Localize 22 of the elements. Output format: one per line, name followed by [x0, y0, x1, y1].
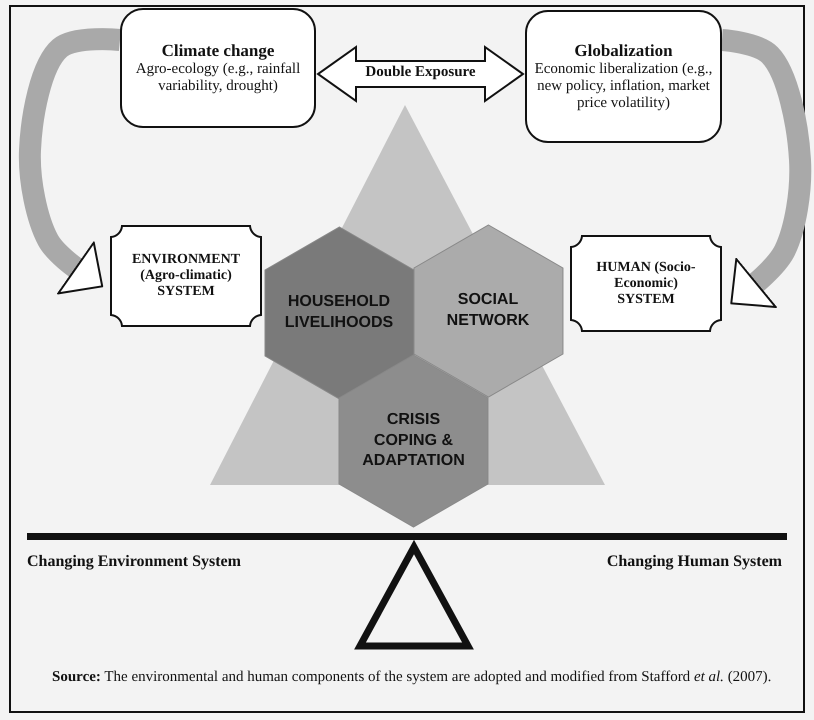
edge-label: Double Exposure: [365, 64, 476, 81]
box-text: Economic liberalization (e.g., new policy, inflation, market price volatility): [534, 61, 714, 112]
box-text: HUMAN (Socio-Economic) SYSTEM: [595, 260, 697, 308]
notched-box: [110, 225, 262, 327]
hexagon: [414, 225, 562, 397]
hexagon-label: SOCIAL NETWORK: [446, 290, 530, 331]
curved-arrow: [721, 29, 812, 308]
box-text: ENVIRONMENT (Agro-climatic) SYSTEM: [130, 252, 242, 300]
box-heading: Globalization: [574, 41, 673, 61]
hexagon-label: HOUSEHOLD LIVELIHOODS: [284, 292, 394, 333]
hexagon: [264, 227, 414, 399]
caption: Source: The environmental and human components of the system are adopted and modified from Stafford et al. (2007).: [52, 668, 772, 687]
box-heading: Climate change: [162, 41, 274, 61]
box-text: Agro-ecology (e.g., rainfall variability, drought): [134, 61, 302, 95]
hexagon: [339, 355, 488, 527]
scale-side-label: Changing Environment System: [27, 553, 241, 571]
rounded-box: [120, 8, 316, 128]
scale-side-label: Changing Human System: [606, 553, 782, 571]
rounded-box: [525, 10, 722, 143]
hexagon-label: CRISIS COPING & ADAPTATION: [361, 410, 466, 472]
notched-box: [570, 235, 722, 332]
curved-arrow: [18, 28, 121, 294]
